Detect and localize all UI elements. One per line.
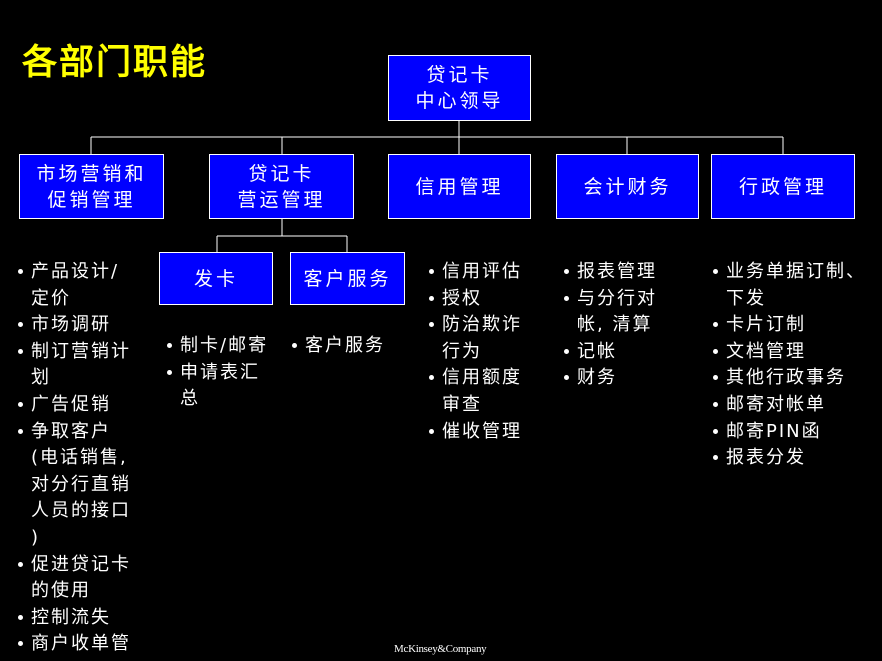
- marketing-list: 产品设计/ 定价 市场调研 制订营销计 划 广告促销 争取客户 (电话销售, 对…: [17, 259, 162, 658]
- page-title: 各部门职能: [22, 43, 208, 83]
- credit-list: 信用评估 授权 防治欺诈 行为 信用额度 审查 催收管理: [428, 259, 553, 445]
- list-item: 市场调研: [17, 312, 162, 339]
- list-item: 授权: [428, 286, 553, 313]
- list-item: 申请表汇 总: [166, 360, 291, 413]
- list-item: 广告促销: [17, 392, 162, 419]
- dept-credit-box: 信用管理: [388, 154, 531, 219]
- dept-finance-box: 会计财务: [556, 154, 699, 219]
- sub-customer-service-box: 客户服务: [290, 252, 405, 305]
- list-item: 报表分发: [712, 445, 878, 472]
- list-item: 记帐: [563, 339, 688, 366]
- list-item: 邮寄PIN函: [712, 419, 878, 446]
- list-item: 制订营销计 划: [17, 339, 162, 392]
- list-item: 催收管理: [428, 419, 553, 446]
- customer-service-list: 客户服务: [291, 333, 411, 360]
- footer-logo-text: McKinsey&Company: [394, 643, 487, 655]
- finance-list: 报表管理 与分行对 帐, 清算 记帐 财务: [563, 259, 688, 392]
- dept-operations-box: 贷记卡 营运管理: [209, 154, 354, 219]
- list-item: 防治欺诈 行为: [428, 312, 553, 365]
- list-item: 客户服务: [291, 333, 411, 360]
- list-item: 报表管理: [563, 259, 688, 286]
- admin-list: 业务单据订制、 下发 卡片订制 文档管理 其他行政事务 邮寄对帐单 邮寄PIN函…: [712, 259, 878, 472]
- list-item: 业务单据订制、 下发: [712, 259, 878, 312]
- list-item: 信用额度 审查: [428, 365, 553, 418]
- dept-admin-box: 行政管理: [711, 154, 855, 219]
- dept-marketing-box: 市场营销和 促销管理: [19, 154, 164, 219]
- sub-issuing-box: 发卡: [159, 252, 273, 305]
- list-item: 文档管理: [712, 339, 878, 366]
- root-box: 贷记卡 中心领导: [388, 55, 531, 121]
- list-item: 产品设计/ 定价: [17, 259, 162, 312]
- list-item: 邮寄对帐单: [712, 392, 878, 419]
- list-item: 争取客户 (电话销售, 对分行直销 人员的接口 ): [17, 419, 162, 552]
- list-item: 商户收单管: [17, 631, 162, 658]
- list-item: 卡片订制: [712, 312, 878, 339]
- list-item: 与分行对 帐, 清算: [563, 286, 688, 339]
- list-item: 促进贷记卡 的使用: [17, 552, 162, 605]
- issuing-list: 制卡/邮寄 申请表汇 总: [166, 333, 291, 413]
- list-item: 制卡/邮寄: [166, 333, 291, 360]
- list-item: 控制流失: [17, 605, 162, 632]
- list-item: 财务: [563, 365, 688, 392]
- list-item: 其他行政事务: [712, 365, 878, 392]
- list-item: 信用评估: [428, 259, 553, 286]
